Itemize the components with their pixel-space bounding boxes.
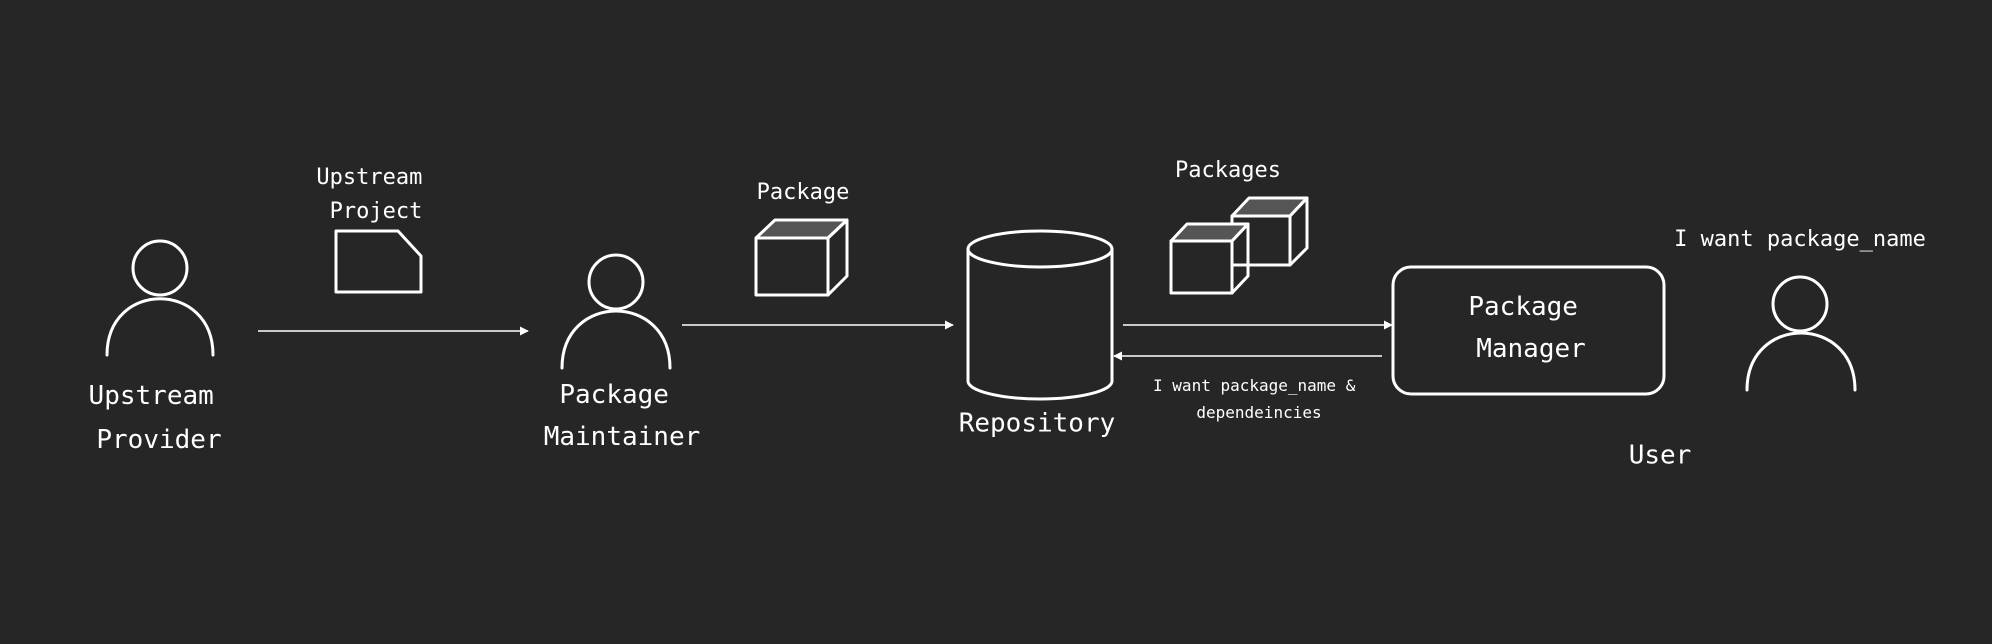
user-label: User	[1629, 441, 1692, 471]
upstream-provider-label: Upstream Provider	[89, 381, 230, 455]
request-label: I want package_name & dependeincies	[1153, 376, 1365, 422]
repository-label: Repository	[959, 409, 1116, 439]
database-cylinder-icon	[966, 229, 1114, 401]
document-icon	[334, 229, 423, 294]
boxes-icon	[1169, 196, 1309, 295]
package-manager-label: Package Manager	[1468, 292, 1593, 364]
upstream-project-label: Upstream Project	[316, 165, 435, 224]
package-maintainer-label: Package Maintainer	[544, 380, 701, 452]
package-maintainer-person-icon	[560, 253, 672, 370]
box-icon	[754, 218, 849, 297]
packages-label: Packages	[1175, 158, 1281, 183]
user-person-icon	[1745, 275, 1857, 392]
upstream-provider-person-icon	[105, 239, 215, 357]
package-manager-box	[1391, 265, 1666, 396]
user-speech-label: I want package_name	[1674, 227, 1926, 252]
package-label: Package	[757, 180, 850, 205]
